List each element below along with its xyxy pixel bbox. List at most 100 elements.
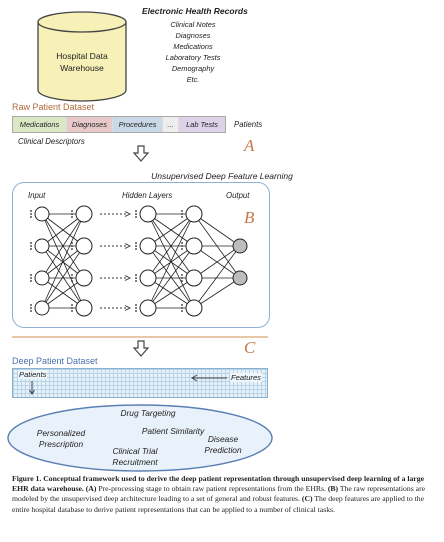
app-disease-line1: Disease	[207, 434, 239, 444]
warehouse-cylinder	[37, 11, 127, 102]
warehouse-label-line1: Hospital Data	[56, 51, 108, 61]
output-label: Output	[226, 191, 250, 200]
caption-bold: Figure 1. Conceptual framework used to d…	[12, 474, 424, 494]
input-label: Input	[28, 191, 46, 200]
nn-node	[34, 300, 50, 316]
nn-connection	[41, 277, 85, 309]
deep-features-label: Features	[230, 373, 262, 382]
ehr-item: Etc.	[186, 75, 200, 84]
node-dot	[30, 216, 32, 218]
node-dot	[30, 210, 32, 212]
app-disease-line2: Prediction	[204, 445, 242, 455]
patients-arrow-icon	[29, 381, 35, 395]
nn-node	[75, 299, 93, 317]
down-arrow-icon	[132, 340, 150, 357]
section-letter-a: A	[244, 136, 255, 155]
node-dot	[71, 304, 73, 306]
deep-dataset-title: Deep Patient Dataset	[12, 356, 98, 366]
node-dot	[135, 274, 137, 276]
node-dot	[30, 304, 32, 306]
segment-medications: Medications	[13, 117, 67, 132]
ehr-item: Clinical Notes	[170, 20, 216, 29]
ehr-item: Medications	[173, 42, 213, 51]
app-clinical-line1: Clinical Trial	[112, 446, 158, 456]
down-arrow-icon	[132, 145, 150, 162]
dashed-arrow-head	[124, 243, 132, 249]
node-dot	[181, 310, 183, 312]
segment-diagnoses: Diagnoses	[67, 117, 113, 132]
node-dot	[71, 245, 73, 247]
node-dot	[30, 242, 32, 244]
dashed-arrow-head	[124, 305, 132, 311]
section-divider	[12, 336, 268, 338]
nn-connection	[41, 245, 85, 279]
nn-connection	[147, 213, 195, 247]
features-arrow-icon	[191, 374, 227, 382]
nn-node	[185, 299, 203, 317]
nn-connection	[41, 213, 85, 247]
nn-node	[232, 270, 248, 286]
node-dot	[135, 310, 137, 312]
nn-node	[139, 269, 157, 287]
node-dot	[30, 248, 32, 250]
app-personalized-prescription: Personalized Prescription	[28, 428, 94, 450]
node-dot	[71, 216, 73, 218]
node-dot	[135, 280, 137, 282]
nn-connection	[193, 245, 241, 279]
segment-lab-tests: Lab Tests	[179, 117, 225, 132]
app-personalized-line2: Prescription	[38, 439, 84, 449]
node-dot	[30, 307, 32, 309]
section-letter-c: C	[244, 338, 256, 357]
caption-a-text: Pre-processing stage to obtain raw patie…	[96, 484, 326, 494]
nn-node	[75, 205, 93, 223]
ehr-item: Diagnoses	[175, 31, 211, 40]
nn-connection	[193, 245, 241, 309]
raw-dataset-bar: Medications Diagnoses Procedures ... Lab…	[12, 116, 226, 133]
nn-node	[75, 269, 93, 287]
node-dot	[181, 216, 183, 218]
warehouse-label-line2: Warehouse	[60, 63, 104, 73]
app-drug-targeting: Drug Targeting	[120, 408, 176, 418]
raw-patients-label: Patients	[234, 120, 263, 129]
app-disease-prediction: Disease Prediction	[196, 434, 250, 456]
nn-connection	[193, 213, 241, 247]
nn-connection	[41, 245, 85, 309]
deep-dataset-grid	[12, 368, 268, 398]
ehr-list: Clinical Notes Diagnoses Medications Lab…	[150, 19, 236, 85]
node-dot	[71, 242, 73, 244]
nn-node	[185, 237, 203, 255]
node-dot	[135, 245, 137, 247]
node-dot	[135, 307, 137, 309]
nn-node	[34, 238, 50, 254]
warehouse-label: Hospital Data Warehouse	[34, 50, 130, 74]
node-dot	[30, 280, 32, 282]
node-dot	[135, 248, 137, 250]
nn-connection	[41, 213, 85, 309]
node-dot	[181, 280, 183, 282]
node-dot	[71, 210, 73, 212]
node-dot	[181, 242, 183, 244]
node-dot	[181, 213, 183, 215]
node-dot	[181, 304, 183, 306]
node-dot	[135, 242, 137, 244]
node-dot	[181, 248, 183, 250]
node-dot	[181, 245, 183, 247]
hidden-layers-label: Hidden Layers	[122, 191, 173, 200]
node-dot	[30, 245, 32, 247]
ehr-item: Laboratory Tests	[165, 53, 221, 62]
node-dot	[135, 277, 137, 279]
node-dot	[181, 307, 183, 309]
segment-procedures: Procedures	[113, 117, 163, 132]
node-dot	[135, 210, 137, 212]
ehr-item: Demography	[171, 64, 215, 73]
node-dot	[135, 216, 137, 218]
neural-network-panel	[12, 182, 270, 328]
nn-node	[139, 205, 157, 223]
nn-connection	[193, 277, 241, 309]
app-clinical-line2: Recruitment	[112, 457, 158, 467]
node-dot	[181, 277, 183, 279]
nn-node	[34, 270, 50, 286]
node-dot	[181, 210, 183, 212]
nn-connection	[147, 213, 195, 279]
caption-c-tag: (C)	[301, 494, 313, 504]
